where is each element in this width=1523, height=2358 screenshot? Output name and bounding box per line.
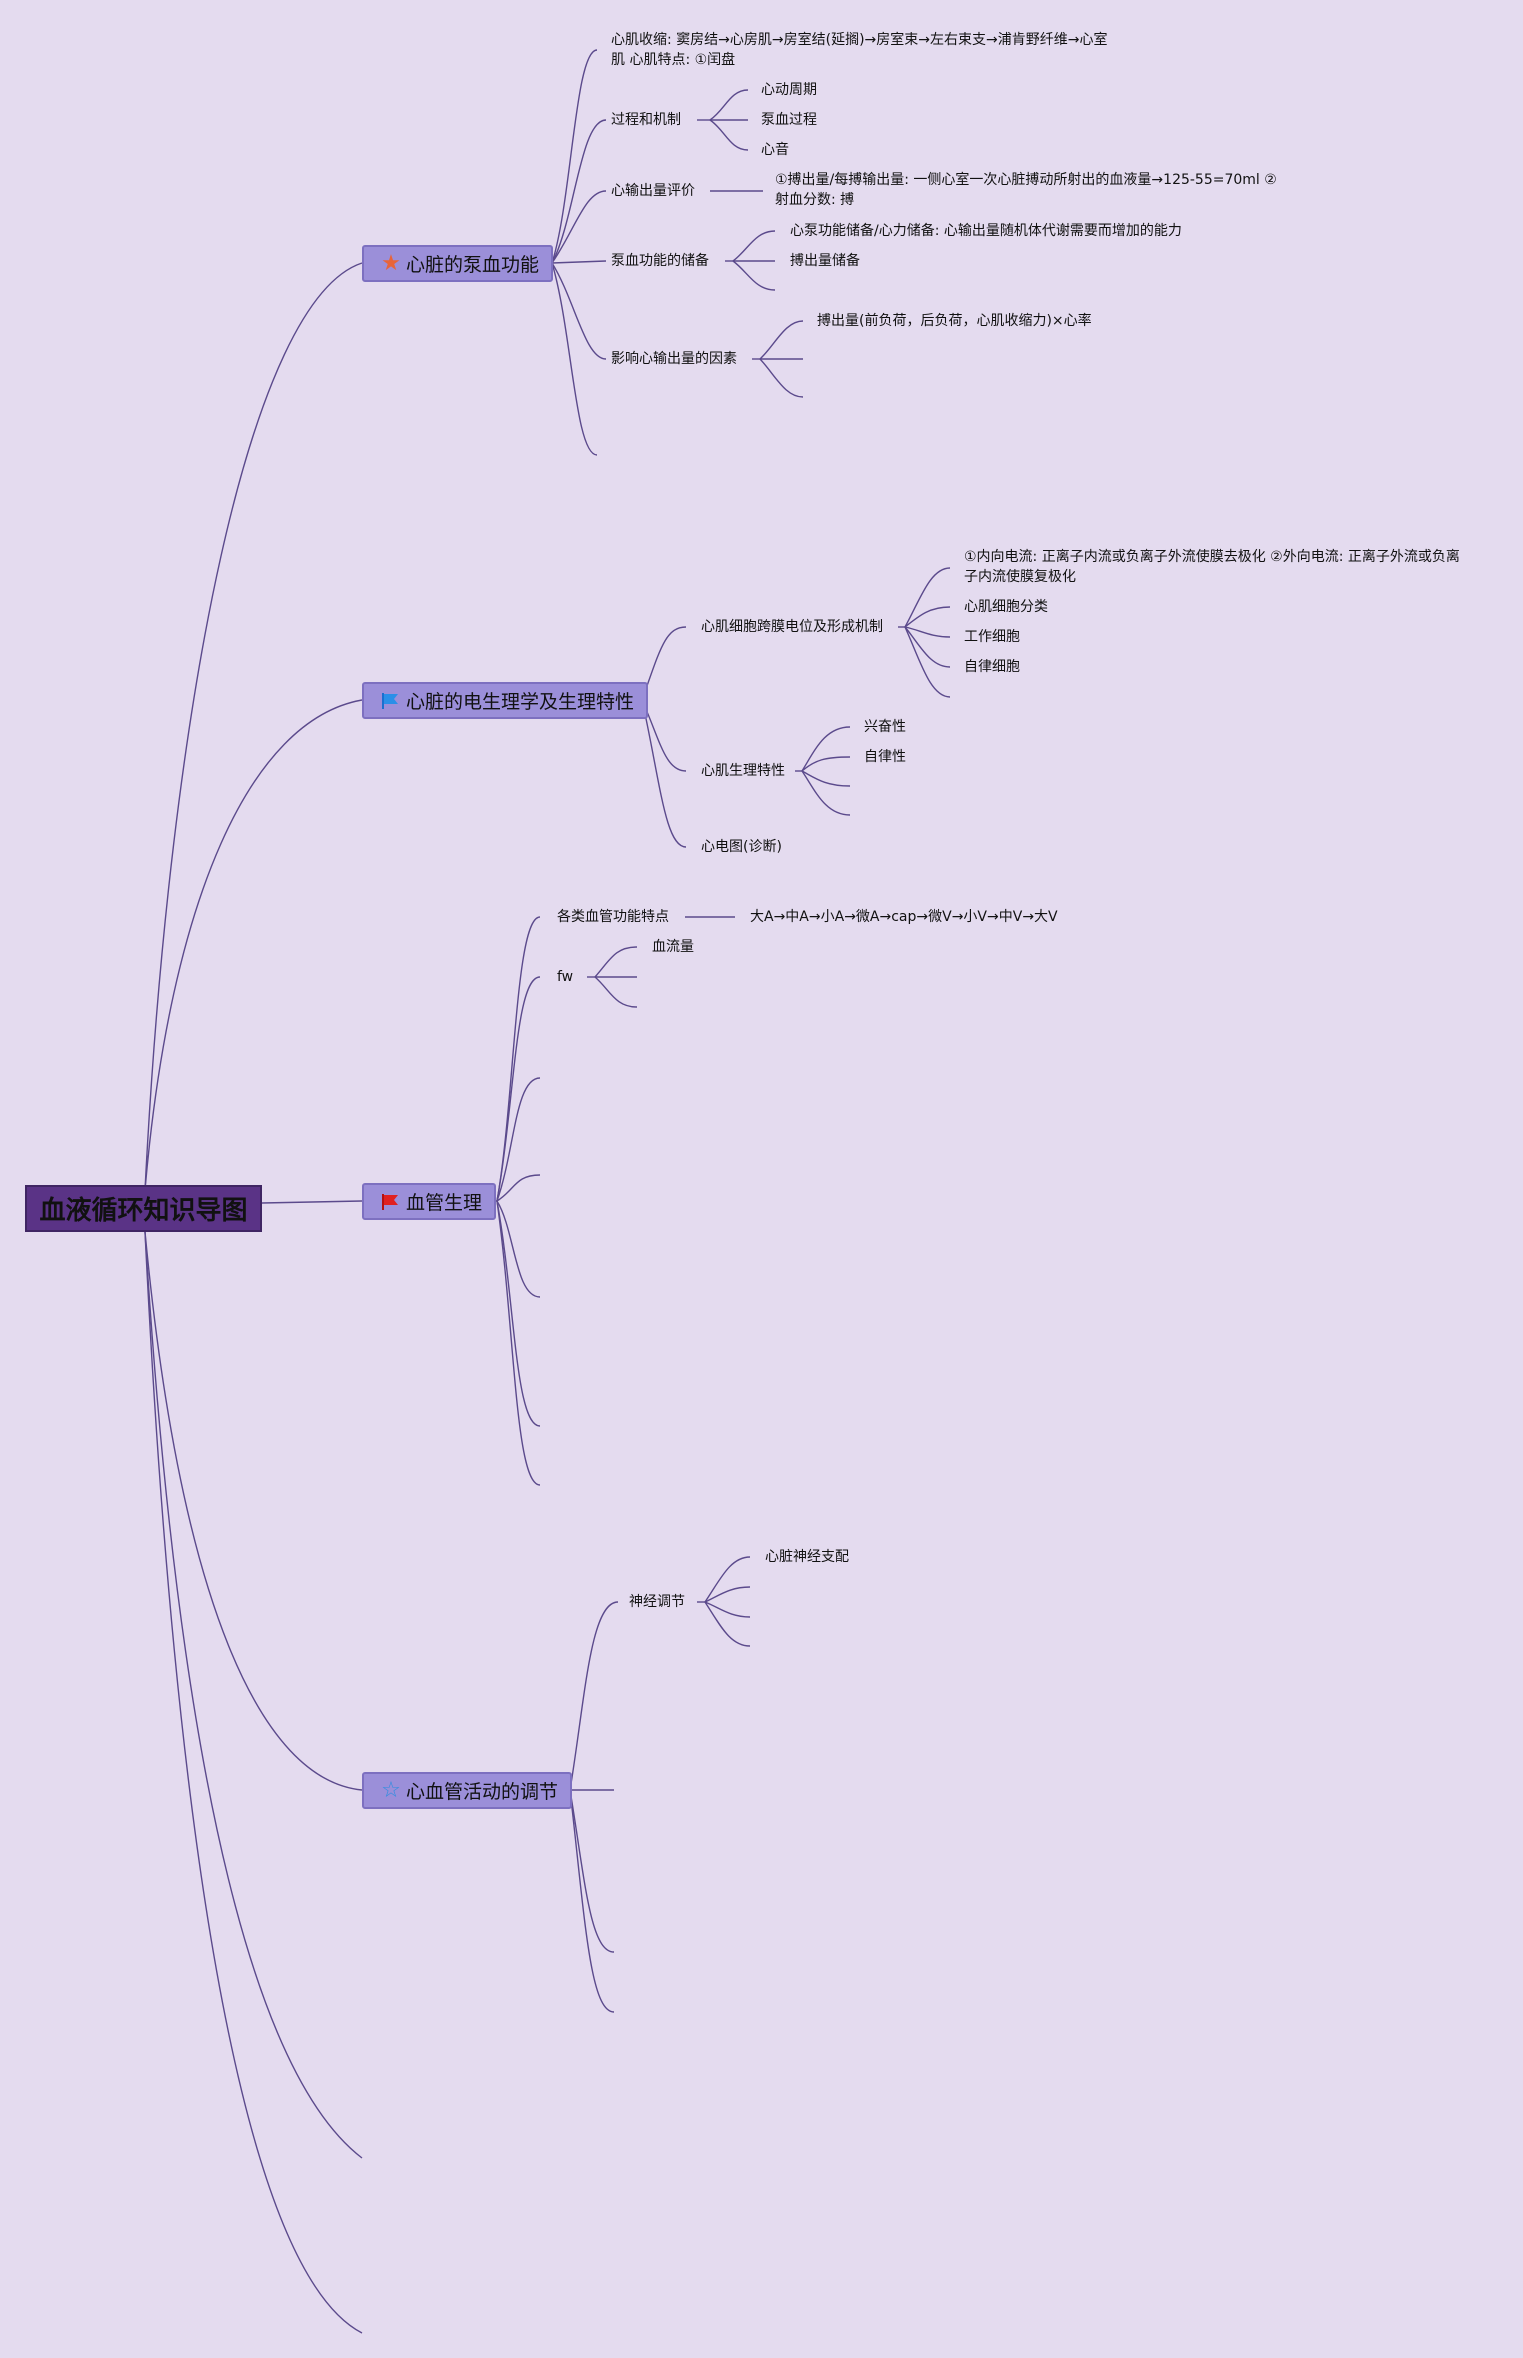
node-cardiac-reserve[interactable]: 心泵功能储备/心力储备: 心输出量随机体代谢需要而增加的能力 <box>790 223 1182 239</box>
node-ion-currents[interactable]: ①内向电流: 正离子内流或负离子外流使膜去极化 ②外向电流: 正离子外流或负离子… <box>964 549 1460 585</box>
node-blood-flow[interactable]: 血流量 <box>652 939 694 955</box>
node-cardiac-cycle[interactable]: 心动周期 <box>761 82 817 98</box>
branch-label: 心脏的泵血功能 <box>406 254 540 276</box>
node-neural-regulation[interactable]: 神经调节 <box>629 1594 685 1610</box>
node-autorhythmic-cells[interactable]: 自律细胞 <box>964 659 1020 675</box>
blue-outline-star-icon: ☆ <box>381 1777 401 1803</box>
node-vessel-features[interactable]: 各类血管功能特点 <box>557 909 669 925</box>
branch-cardiovascular-regulation[interactable]: ☆ 心血管活动的调节 <box>362 1772 573 1809</box>
node-fw[interactable]: fw <box>557 969 574 985</box>
node-physiological-properties[interactable]: 心肌生理特性 <box>701 763 785 779</box>
orange-star-icon: ★ <box>381 250 401 276</box>
node-vessel-sequence[interactable]: 大A→中A→小A→微A→cap→微V→小V→中V→大V <box>750 909 1058 925</box>
node-cardiac-innervation[interactable]: 心脏神经支配 <box>765 1549 849 1565</box>
branch-label: 血管生理 <box>406 1192 483 1214</box>
red-flag-icon <box>380 1191 402 1213</box>
branch-heart-electrophysiology[interactable]: 心脏的电生理学及生理特性 <box>362 682 649 719</box>
blue-flag-icon <box>380 690 402 712</box>
node-autorhythmicity[interactable]: 自律性 <box>864 749 906 765</box>
node-pumping-process[interactable]: 泵血过程 <box>761 112 817 128</box>
node-working-cells[interactable]: 工作细胞 <box>964 629 1020 645</box>
root-label: 血液循环知识导图 <box>39 1196 248 1226</box>
node-heart-sounds[interactable]: 心音 <box>761 142 789 158</box>
node-pump-reserve[interactable]: 泵血功能的储备 <box>611 253 709 269</box>
branch-label: 心脏的电生理学及生理特性 <box>406 691 635 713</box>
node-ecg[interactable]: 心电图(诊断) <box>701 839 782 855</box>
node-output-formula[interactable]: 搏出量(前负荷，后负荷，心肌收缩力)×心率 <box>817 313 1092 329</box>
node-process-mechanism[interactable]: 过程和机制 <box>611 112 681 128</box>
node-output-factors[interactable]: 影响心输出量的因素 <box>611 351 737 367</box>
branch-heart-pump[interactable]: ★ 心脏的泵血功能 <box>362 245 554 282</box>
node-excitability[interactable]: 兴奋性 <box>864 719 906 735</box>
node-stroke-volume-detail[interactable]: ①搏出量/每搏输出量: 一侧心室一次心脏搏动所射出的血液量→125-55=70m… <box>775 172 1277 208</box>
node-output-evaluation[interactable]: 心输出量评价 <box>611 183 695 199</box>
node-myocardial-contraction[interactable]: 心肌收缩: 窦房结→心房肌→房室结(延搁)→房室束→左右束支→浦肯野纤维→心室肌… <box>611 32 1108 68</box>
node-stroke-volume-reserve[interactable]: 搏出量储备 <box>790 253 860 269</box>
branch-vascular-physiology[interactable]: 血管生理 <box>362 1183 497 1220</box>
branch-label: 心血管活动的调节 <box>406 1781 559 1803</box>
node-membrane-potential[interactable]: 心肌细胞跨膜电位及形成机制 <box>701 619 883 635</box>
node-cell-classification[interactable]: 心肌细胞分类 <box>964 599 1048 615</box>
root-topic[interactable]: 血液循环知识导图 <box>25 1185 262 1232</box>
